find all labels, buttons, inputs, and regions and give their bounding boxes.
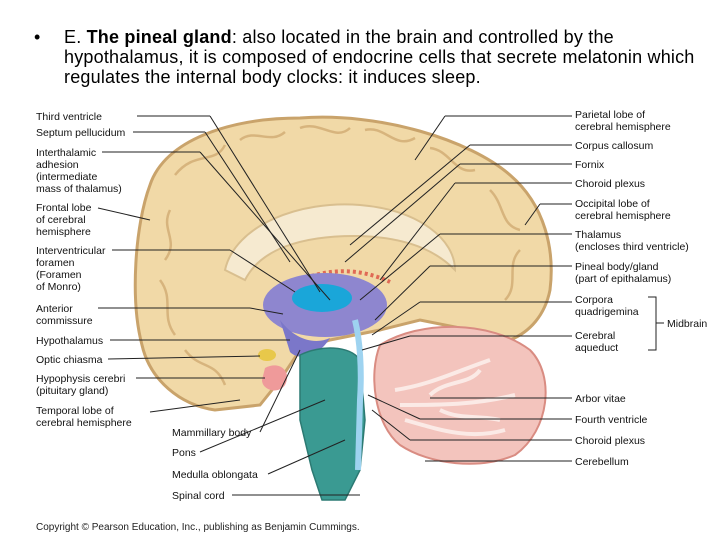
label-midbrain: Midbrain — [667, 318, 707, 330]
label-optic-chiasma: Optic chiasma — [36, 354, 103, 366]
copyright-notice: Copyright © Pearson Education, Inc., pub… — [36, 522, 360, 533]
third-ventricle-shape — [292, 284, 352, 312]
leader-lines-right — [344, 115, 572, 462]
label-pons: Pons — [172, 447, 196, 459]
label-choroid-plexus-lower: Choroid plexus — [575, 435, 645, 447]
label-septum-pellucidum: Septum pellucidum — [36, 127, 126, 139]
pituitary-shape — [262, 365, 288, 391]
heading-prefix: E. — [64, 27, 87, 47]
cerebral-aqueduct-shape — [352, 319, 364, 471]
label-corpora-quadrigemina: Corpora quadrigemina — [575, 294, 639, 318]
bullet-marker: • — [34, 27, 41, 47]
slide-heading: E. The pineal gland: also located in the… — [64, 27, 704, 87]
label-parietal-lobe: Parietal lobe of cerebral hemisphere — [575, 109, 671, 133]
optic-chiasma-shape — [258, 349, 276, 361]
label-anterior-commissure: Anterior commissure — [36, 303, 93, 327]
label-arbor-vitae: Arbor vitae — [575, 393, 626, 405]
left-labels: Third ventricle Septum pellucidum Intert… — [36, 111, 132, 429]
label-fourth-ventricle: Fourth ventricle — [575, 414, 648, 426]
label-mammillary-body: Mammillary body — [172, 427, 252, 439]
label-temporal-lobe: Temporal lobe of cerebral hemisphere — [36, 405, 132, 429]
label-hypothalamus: Hypothalamus — [36, 335, 103, 347]
cerebellum-shape — [373, 325, 547, 465]
cerebrum-shape — [133, 115, 553, 412]
label-corpus-callosum: Corpus callosum — [575, 140, 653, 152]
leader-lines-left — [97, 115, 331, 413]
label-frontal-lobe: Frontal lobe of cerebral hemisphere — [36, 202, 94, 238]
arbor-vitae-shape — [394, 358, 516, 437]
label-cerebral-aqueduct: Cerebral aqueduct — [575, 330, 618, 354]
heading-term: The pineal gland — [86, 27, 232, 47]
bottom-labels: Mammillary body Pons Medulla oblongata S… — [172, 427, 258, 502]
heading-description: : also located in the brain and controll… — [64, 27, 695, 87]
midbrain-bracket — [648, 296, 664, 351]
label-spinal-cord: Spinal cord — [172, 490, 225, 502]
label-interthalamic-adhesion: Interthalamic adhesion (intermediate mas… — [36, 147, 122, 195]
label-cerebellum: Cerebellum — [575, 456, 629, 468]
label-pineal-body: Pineal body/gland (part of epithalamus) — [575, 261, 671, 285]
label-choroid-plexus-upper: Choroid plexus — [575, 178, 645, 190]
label-fornix: Fornix — [575, 159, 605, 171]
label-hypophysis-cerebri: Hypophysis cerebri (pituitary gland) — [36, 373, 128, 397]
label-interventricular-foramen: Interventricular foramen (Foramen of Mon… — [36, 245, 108, 293]
brainstem-shape — [299, 347, 366, 501]
leader-lines-bottom — [199, 349, 360, 496]
label-occipital-lobe: Occipital lobe of cerebral hemisphere — [575, 198, 671, 222]
label-medulla-oblongata: Medulla oblongata — [172, 469, 258, 481]
label-third-ventricle: Third ventricle — [36, 111, 102, 123]
corpus-callosum-shape — [223, 203, 457, 282]
hypothalamus-shape — [280, 320, 330, 357]
label-thalamus: Thalamus (encloses third ventricle) — [575, 229, 689, 253]
right-labels: Parietal lobe of cerebral hemisphere Cor… — [575, 109, 707, 468]
